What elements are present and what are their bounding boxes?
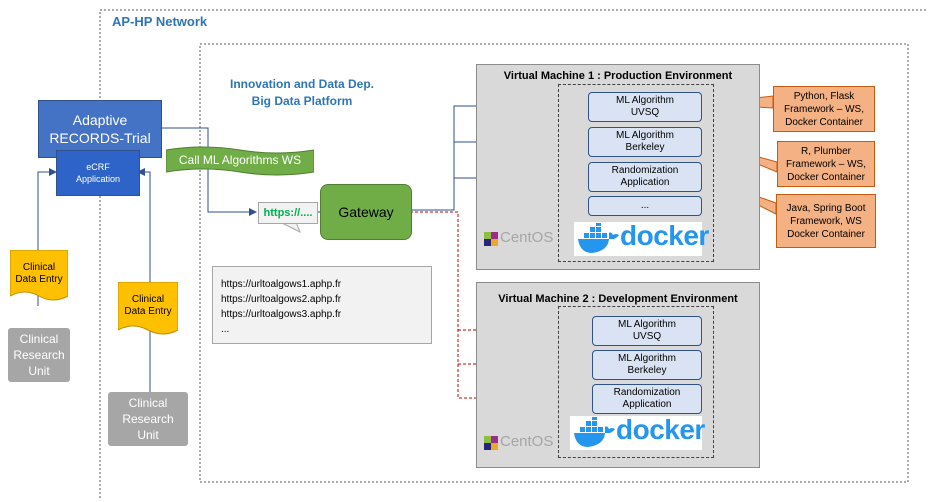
entry-line1: Clinical: [22, 262, 56, 273]
https-endpoint-box[interactable]: https://....: [258, 202, 318, 224]
algo-line2: UVSQ: [630, 107, 660, 118]
callout-line1: R, Plumber: [800, 145, 851, 157]
url-item: https://urltoalgows1.aphp.fr: [221, 279, 342, 290]
algo-line1: ...: [640, 200, 650, 211]
docker-label: docker: [616, 414, 705, 445]
ecrf-application-box[interactable]: eCRF Application: [56, 150, 140, 196]
clinical-research-unit-mid[interactable]: Clinical Research Unit: [108, 392, 188, 446]
url-list-box: https://urltoalgows1.aphp.fr https://url…: [212, 266, 432, 344]
docker-logo: docker: [574, 220, 709, 256]
clinical-data-entry-mid: Clinical Data Entry: [118, 294, 178, 318]
centos-label: CentOS: [500, 433, 554, 450]
algo-line2: UVSQ: [632, 331, 662, 342]
clinical-data-entry-shape-mid: [118, 282, 178, 335]
callout-line1: Python, Flask: [793, 90, 855, 102]
algo-line1: Randomization: [611, 165, 679, 176]
algo-line2: Application: [622, 399, 672, 410]
callout-python-flask: Python, Flask Framework – WS, Docker Con…: [773, 86, 875, 132]
clinical-data-entry-shape-left: [10, 250, 68, 301]
vm1-title: Virtual Machine 1 : Production Environme…: [503, 70, 733, 82]
aphp-network-frame: [99, 9, 926, 498]
unit-line1: Clinical: [128, 396, 168, 410]
department-line1: Innovation and Data Dep.: [229, 77, 374, 91]
url-item: https://urltoalgows2.aphp.fr: [221, 294, 342, 305]
docker-logo: docker: [570, 414, 705, 450]
docker-whale-icon: [578, 223, 619, 253]
unit-line3: Unit: [137, 428, 159, 442]
clinical-research-unit-left[interactable]: Clinical Research Unit: [8, 328, 70, 382]
call-banner-label: Call ML Algorithms WS: [178, 153, 302, 167]
callout-line3: Docker Container: [785, 116, 863, 128]
clinical-data-entry-left: Clinical Data Entry: [10, 262, 68, 286]
algo-line2: Application: [620, 177, 670, 188]
adaptive-records-trial-box[interactable]: Adaptive RECORDS-Trial: [38, 100, 162, 158]
gateway-box[interactable]: Gateway: [320, 184, 412, 240]
callout-r-plumber: R, Plumber Framework – WS, Docker Contai…: [777, 141, 875, 187]
centos-icon: [484, 232, 498, 246]
callout-line2: Framework, WS: [790, 215, 862, 227]
centos-label: CentOS: [500, 229, 554, 246]
callout-line2: Framework – WS,: [785, 158, 866, 170]
vm1-randomization[interactable]: Randomization Application: [588, 162, 702, 192]
docker-label: docker: [620, 220, 709, 251]
adaptive-line1: Adaptive: [72, 112, 128, 128]
ecrf-line2: Application: [75, 174, 121, 184]
vm1-more[interactable]: ...: [588, 196, 702, 216]
entry-line2: Data Entry: [124, 306, 172, 317]
vm2-algo-uvsq[interactable]: ML Algorithm UVSQ: [592, 316, 702, 346]
callout-java-spring: Java, Spring Boot Framework, WS Docker C…: [776, 194, 876, 248]
ecrf-line1: eCRF: [86, 162, 110, 172]
entry-line1: Clinical: [131, 294, 165, 305]
algo-line1: ML Algorithm: [616, 130, 674, 141]
department-label: Innovation and Data Dep. Big Data Platfo…: [222, 76, 382, 110]
callout-line1: Java, Spring Boot: [786, 202, 866, 214]
vm1-container-frame: [558, 84, 714, 262]
callout-line2: Framework – WS,: [783, 103, 864, 115]
network-label: AP-HP Network: [112, 14, 208, 29]
callout-line3: Docker Container: [787, 228, 865, 240]
department-frame: [199, 43, 909, 483]
unit-line3: Unit: [28, 364, 50, 378]
department-line2: Big Data Platform: [251, 94, 353, 108]
docker-whale-icon: [574, 417, 615, 447]
centos-icon: [484, 436, 498, 450]
algo-line1: ML Algorithm: [618, 353, 676, 364]
algo-line1: ML Algorithm: [616, 95, 674, 106]
algo-line2: Berkeley: [627, 365, 667, 376]
unit-line2: Research: [122, 412, 174, 426]
url-item: ...: [221, 324, 230, 335]
vm1-algo-uvsq[interactable]: ML Algorithm UVSQ: [588, 92, 702, 122]
vm2-randomization[interactable]: Randomization Application: [592, 384, 702, 414]
algo-line1: Randomization: [613, 387, 681, 398]
vm2-title: Virtual Machine 2 : Development Environm…: [498, 293, 738, 305]
entry-line2: Data Entry: [15, 274, 63, 285]
unit-line1: Clinical: [19, 332, 59, 346]
unit-line2: Research: [13, 348, 65, 362]
adaptive-line2: RECORDS-Trial: [49, 130, 151, 146]
algo-line2: Berkeley: [625, 142, 665, 153]
vm2-algo-berkeley[interactable]: ML Algorithm Berkeley: [592, 350, 702, 380]
url-item: https://urltoalgows3.aphp.fr: [221, 309, 342, 320]
algo-line1: ML Algorithm: [618, 319, 676, 330]
vm1-algo-berkeley[interactable]: ML Algorithm Berkeley: [588, 127, 702, 157]
vm2-container-frame: [558, 306, 714, 458]
call-banner-shape: [166, 146, 314, 176]
callout-line3: Docker Container: [787, 171, 865, 183]
